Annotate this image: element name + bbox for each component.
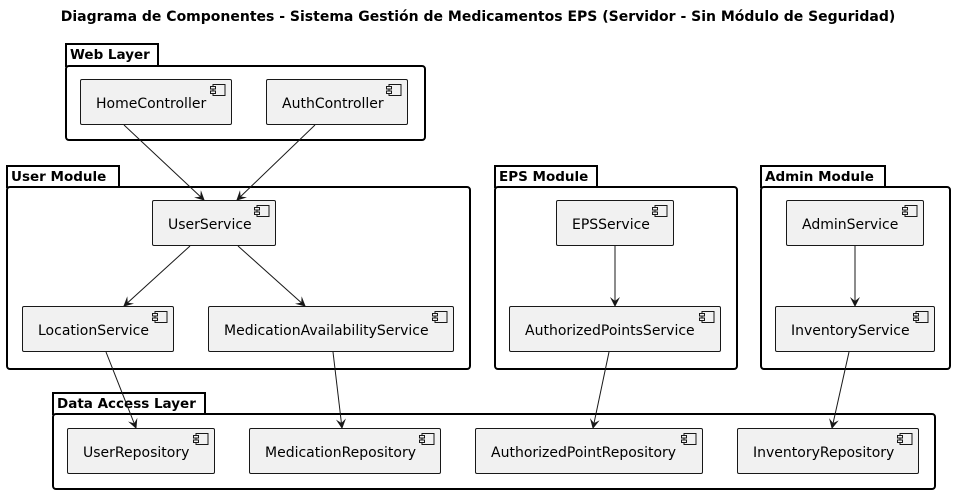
component-icon — [681, 433, 697, 445]
package-data-access-layer-tab: Data Access Layer — [52, 392, 206, 415]
component-label: MedicationAvailabilityService — [224, 323, 429, 339]
component-icon — [652, 205, 668, 217]
arrow-user-service-to-medication-availability — [237, 245, 306, 307]
component-label: AuthorizedPointsService — [525, 323, 695, 339]
component-user-repository[interactable]: UserRepository — [67, 428, 215, 474]
component-eps-service[interactable]: EPSService — [556, 200, 674, 246]
component-icon — [193, 433, 209, 445]
component-authorized-points-service[interactable]: AuthorizedPointsService — [509, 306, 721, 352]
component-label: UserService — [168, 217, 252, 233]
component-label: MedicationRepository — [265, 445, 417, 461]
component-icon — [386, 84, 402, 96]
component-label: UserRepository — [83, 445, 190, 461]
arrow-authorized-points-service-to-repository — [589, 351, 610, 429]
package-eps-module-tab: EPS Module — [494, 165, 598, 188]
component-home-controller[interactable]: HomeController — [80, 79, 232, 125]
arrow-location-service-to-user-repository — [105, 351, 138, 429]
component-icon — [699, 311, 715, 323]
arrow-medication-availability-to-medication-repository — [332, 351, 346, 429]
component-label: InventoryService — [791, 323, 910, 339]
arrow-inventory-service-to-inventory-repository — [829, 351, 850, 429]
component-label: AuthorizedPointRepository — [491, 445, 677, 461]
package-web-layer-tab: Web Layer — [65, 43, 159, 67]
component-auth-controller[interactable]: AuthController — [266, 79, 408, 125]
component-icon — [913, 311, 929, 323]
component-label: LocationService — [38, 323, 149, 339]
component-icon — [210, 84, 226, 96]
arrow-home-to-user-service — [123, 124, 205, 201]
arrow-user-service-to-location-service — [123, 245, 191, 307]
component-label: InventoryRepository — [753, 445, 895, 461]
arrow-auth-to-user-service — [236, 124, 316, 201]
component-label: AdminService — [802, 217, 899, 233]
component-label: HomeController — [96, 96, 207, 112]
component-admin-service[interactable]: AdminService — [786, 200, 924, 246]
component-icon — [254, 205, 270, 217]
component-icon — [897, 433, 913, 445]
component-inventory-repository[interactable]: InventoryRepository — [737, 428, 919, 474]
package-user-module-tab: User Module — [6, 165, 120, 188]
component-authorized-point-repository[interactable]: AuthorizedPointRepository — [475, 428, 703, 474]
component-icon — [419, 433, 435, 445]
component-location-service[interactable]: LocationService — [22, 306, 174, 352]
diagram-title: Diagrama de Componentes - Sistema Gestió… — [60, 9, 896, 25]
component-medication-repository[interactable]: MedicationRepository — [249, 428, 441, 474]
component-icon — [902, 205, 918, 217]
component-inventory-service[interactable]: InventoryService — [775, 306, 935, 352]
component-medication-availability-service[interactable]: MedicationAvailabilityService — [208, 306, 454, 352]
component-icon — [152, 311, 168, 323]
component-icon — [432, 311, 448, 323]
component-user-service[interactable]: UserService — [152, 200, 276, 246]
package-admin-module-tab: Admin Module — [760, 165, 886, 188]
component-label: AuthController — [282, 96, 384, 112]
component-label: EPSService — [572, 217, 650, 233]
